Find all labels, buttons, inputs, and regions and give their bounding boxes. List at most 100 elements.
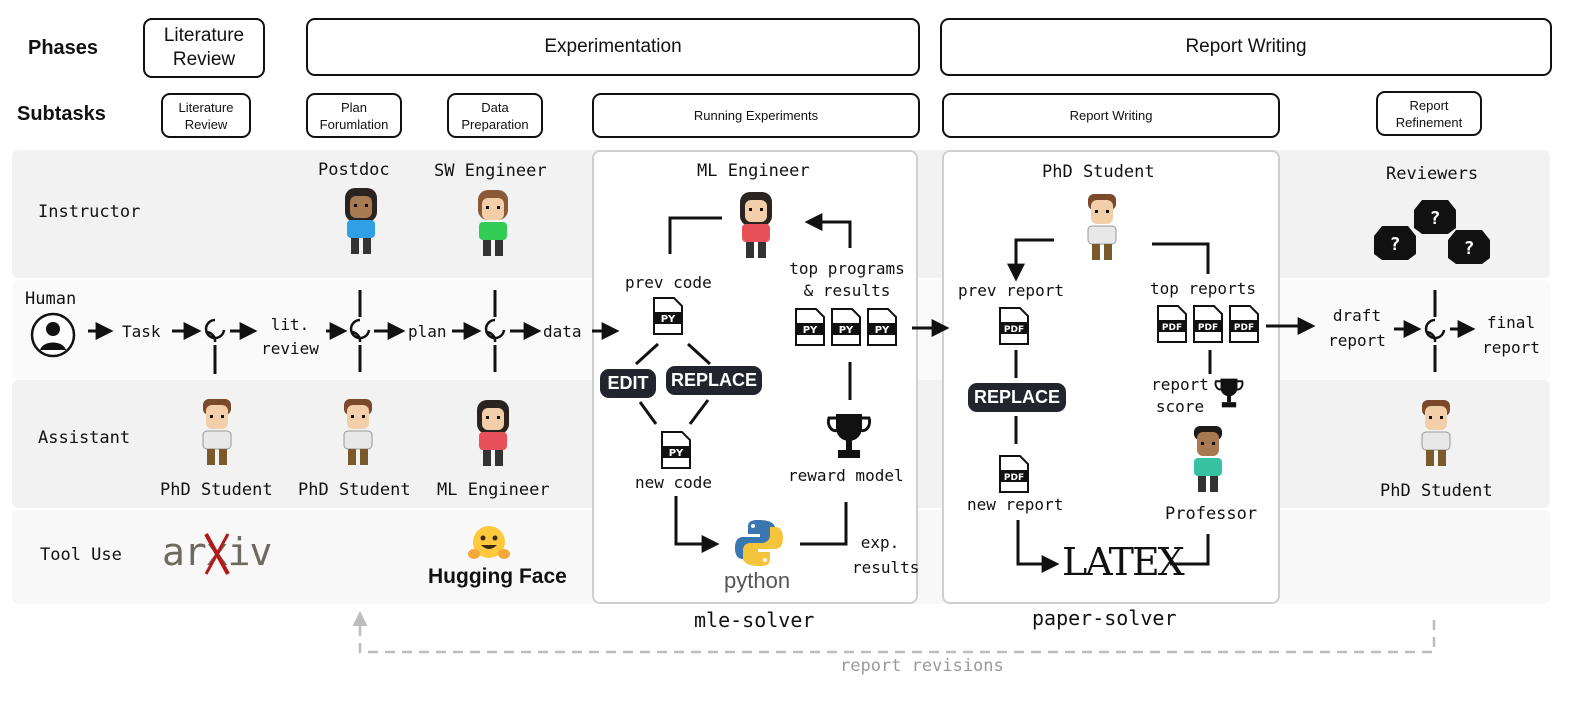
paper-solver-name: paper-solver <box>1032 606 1177 630</box>
subtasks-heading: Subtasks <box>17 103 106 125</box>
pdf-file-label-top-3: PDF <box>1234 323 1254 333</box>
py-file-label-prev: PY <box>661 314 676 325</box>
phase-literature-review-label: Literature Review <box>163 25 245 70</box>
mle-edit-pill: EDIT <box>600 369 656 398</box>
paper-latex-to-professor <box>1170 534 1210 566</box>
mle-top-programs: top programs & results <box>789 259 905 300</box>
avatar-phd-student-paper <box>1087 194 1117 260</box>
mle-engineer-to-prev <box>668 216 722 254</box>
paper-new-to-latex <box>1016 520 1060 573</box>
py-file-label-top-3: PY <box>875 325 890 336</box>
role-phd-student-2: PhD Student <box>298 480 411 500</box>
mle-reward-model: reward model <box>788 466 904 485</box>
mle-exp-results: exp. results <box>852 533 920 577</box>
mle-new-to-python <box>674 496 720 553</box>
pdf-file-label-prev: PDF <box>1004 325 1024 335</box>
mle-prev-to-replace <box>686 342 712 366</box>
trophy-icon-reward <box>826 414 872 458</box>
subtask-data-preparation: Data Preparation <box>447 93 543 138</box>
row-label-assistant: Assistant <box>38 428 131 448</box>
phase-report-writing: Report Writing <box>940 18 1552 76</box>
flow-draft-report: draft report <box>1328 306 1386 350</box>
avatar-phd-student-refine <box>1421 400 1451 466</box>
role-reviewers: Reviewers <box>1386 164 1479 184</box>
paper-top-to-student <box>1152 242 1210 274</box>
pdf-file-icon-top-1: PDF <box>1156 304 1188 344</box>
subtask-report-writing-label: Report Writing <box>1069 108 1153 123</box>
mle-new-code: new code <box>635 473 713 492</box>
role-phd-student-refine: PhD Student <box>1380 481 1493 501</box>
phase-experimentation: Experimentation <box>306 18 920 76</box>
mle-replace-to-new <box>688 399 710 425</box>
paper-replace-pill: REPLACE <box>968 383 1066 412</box>
hugging-face-label: Hugging Face <box>428 565 567 588</box>
mle-solver-name: mle-solver <box>694 608 815 632</box>
role-ml-engineer-mle: ML Engineer <box>697 161 810 181</box>
flow-final-report: final report <box>1482 313 1540 357</box>
paper-top-reports: top reports <box>1150 279 1256 298</box>
py-file-icon-new: PY <box>660 430 692 470</box>
paper-new-report: new report <box>967 495 1064 514</box>
paper-prev-report: prev report <box>958 281 1064 300</box>
mle-prev-to-edit <box>634 342 660 366</box>
svg-text:?: ? <box>1464 238 1475 259</box>
py-file-label-new: PY <box>669 448 684 459</box>
subtask-report-refinement: Report Refinement <box>1376 91 1482 136</box>
latex-logo: LATEX <box>1062 540 1185 584</box>
paper-report-score: report score <box>1151 375 1209 416</box>
py-file-icon-top-1: PY <box>794 307 826 347</box>
phase-report-writing-label: Report Writing <box>1185 36 1307 57</box>
subtask-report-refinement-label: Report Refinement <box>1395 97 1463 130</box>
py-file-icon-top-3: PY <box>866 307 898 347</box>
flow-task: Task <box>122 322 161 341</box>
pdf-file-label-top-1: PDF <box>1162 323 1182 333</box>
mle-top-to-engineer <box>804 213 852 248</box>
loop-icon-4 <box>1424 318 1446 343</box>
mle-edit-to-new <box>638 401 658 425</box>
mle-replace-pill: REPLACE <box>666 366 762 395</box>
subtask-running-experiments-label: Running Experiments <box>693 108 819 123</box>
role-sw-engineer: SW Engineer <box>434 161 547 181</box>
flow-lit-review: lit. review <box>261 315 319 358</box>
avatar-phd-student-2 <box>343 399 373 465</box>
flow-plan: plan <box>408 322 447 341</box>
pdf-file-icon-top-3: PDF <box>1228 304 1260 344</box>
subtask-literature-review: Literature Review <box>161 93 251 138</box>
role-phd-student-paper: PhD Student <box>1042 162 1155 182</box>
arxiv-logo: arxiv <box>162 530 272 580</box>
row-label-tool-use: Tool Use <box>40 545 122 565</box>
subtask-literature-review-label: Literature Review <box>178 99 234 132</box>
pdf-file-label-top-2: PDF <box>1198 323 1218 333</box>
trophy-icon-score <box>1214 378 1244 408</box>
avatar-postdoc <box>345 188 377 254</box>
row-label-human: Human <box>25 289 77 309</box>
phase-experimentation-label: Experimentation <box>544 36 682 57</box>
svg-text:?: ? <box>1430 208 1441 229</box>
subtask-plan-formulation-label: Plan Forumlation <box>319 99 389 132</box>
pdf-file-icon-prev: PDF <box>998 306 1030 346</box>
flow-data: data <box>543 322 582 341</box>
report-revisions-arrow <box>352 611 1436 654</box>
report-revisions-label: report revisions <box>840 656 1004 676</box>
reviewers-icon: ? ? ? <box>1374 200 1490 264</box>
mle-python-to-results <box>800 502 848 546</box>
role-postdoc: Postdoc <box>318 160 390 180</box>
avatar-professor <box>1194 426 1222 492</box>
loop-icon-1 <box>204 318 226 343</box>
human-icon <box>30 312 76 358</box>
avatar-ml-engineer-mle <box>740 192 772 258</box>
phases-heading: Phases <box>28 37 99 59</box>
role-ml-engineer-assistant: ML Engineer <box>437 480 550 500</box>
py-file-icon-top-2: PY <box>830 307 862 347</box>
subtask-running-experiments: Running Experiments <box>592 93 920 138</box>
subtask-report-writing: Report Writing <box>942 93 1280 138</box>
subtask-data-preparation-label: Data Preparation <box>461 99 529 132</box>
avatar-phd-student-1 <box>202 399 232 465</box>
loop-icon-3 <box>484 318 506 343</box>
paper-student-to-prev <box>1007 238 1054 282</box>
subtask-plan-formulation: Plan Forumlation <box>306 93 402 138</box>
pdf-file-icon-new: PDF <box>998 454 1030 494</box>
python-wordmark: python <box>724 568 791 593</box>
pdf-file-icon-top-2: PDF <box>1192 304 1224 344</box>
